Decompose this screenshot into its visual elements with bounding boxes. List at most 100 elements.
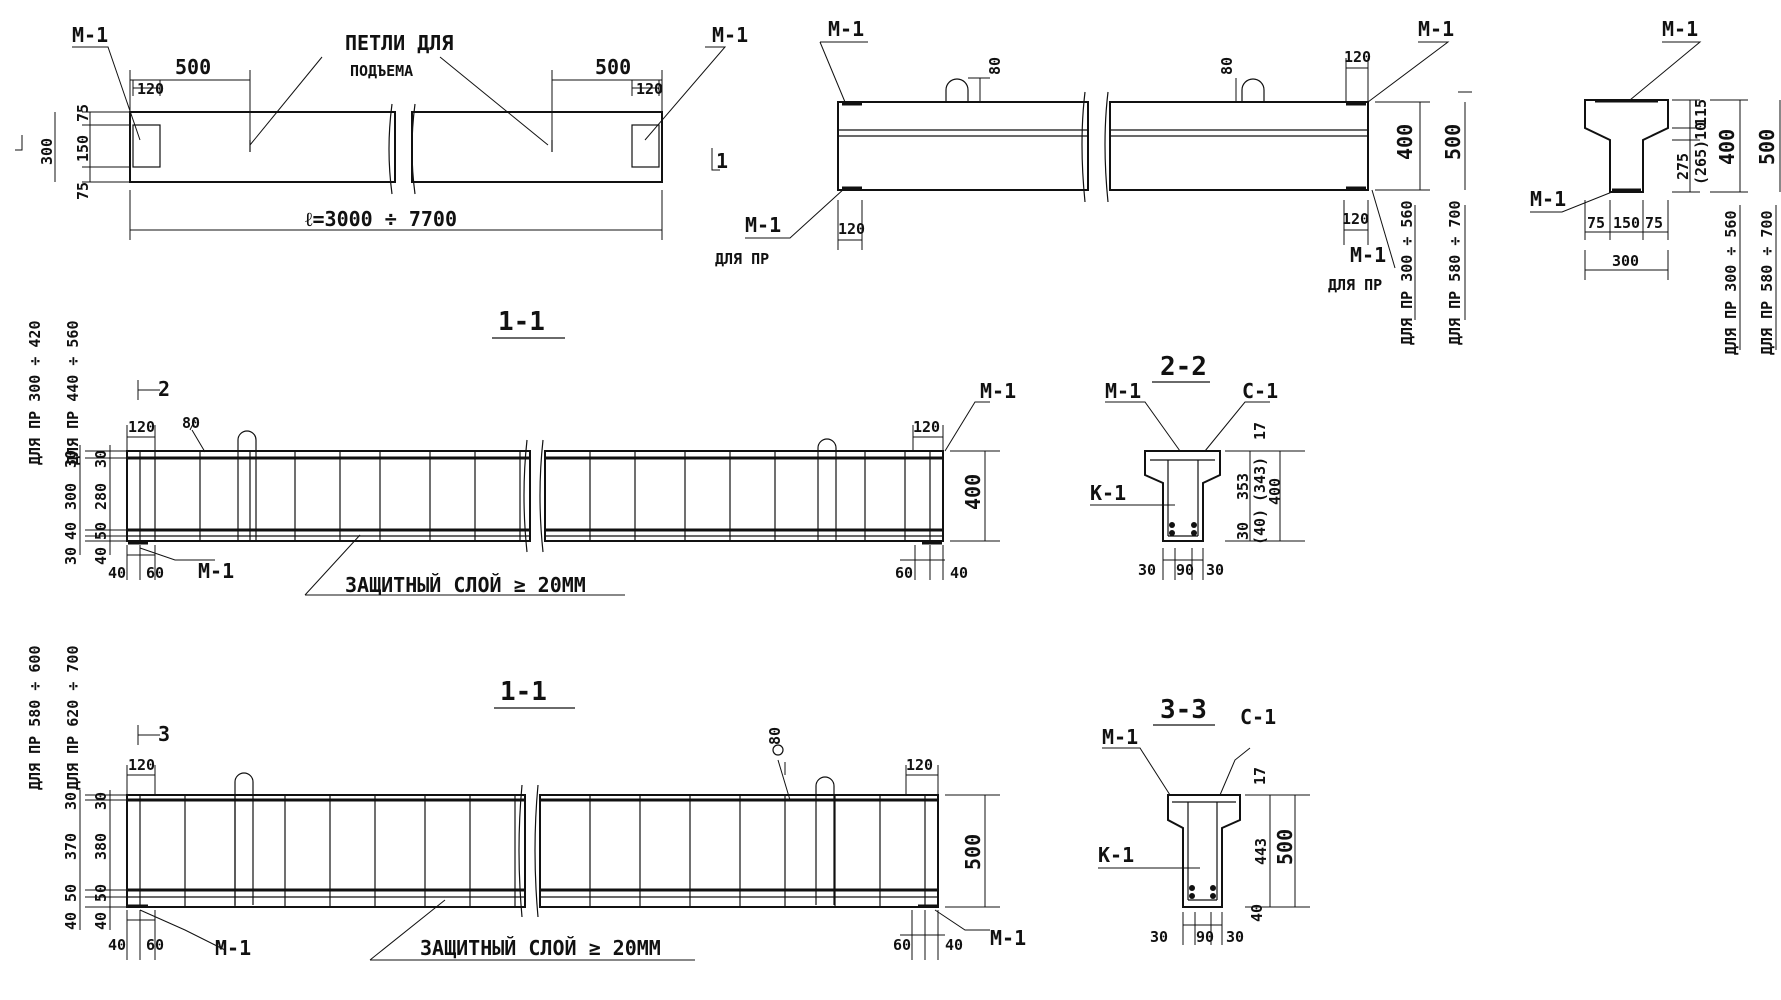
dim-40-right: 40	[950, 564, 968, 582]
vdim-b-1: 300	[62, 483, 80, 510]
width-90-b: 90	[1196, 928, 1214, 946]
vdim-b-2-b: 50	[62, 884, 80, 902]
section-title-1-1: 1-1	[498, 307, 545, 337]
mark-m1-top-right: М-1	[1418, 17, 1454, 41]
dim-40-right-b: 40	[945, 936, 963, 954]
vdim-a-3-b: 40	[92, 912, 110, 930]
view-elevation: М-1 М-1 ПЕТЛИ ДЛЯ ПОДЪЕМА 500 500 120 12…	[15, 23, 748, 240]
note-for-pr-right: ДЛЯ ПР	[1328, 276, 1382, 294]
section-3-3: 3-3 М-1 С-1 К-1 17 443 500 40 30 90 30	[1098, 695, 1310, 946]
dim-500-left: 500	[175, 55, 211, 79]
section-1-1-h400: 1-1 ДЛЯ ПР 300 ÷ 420 ДЛЯ ПР 440 ÷ 560 2 …	[26, 307, 1016, 597]
mark-m1-b: М-1	[1102, 725, 1138, 749]
end-note-580-700: ДЛЯ ПР 580 ÷ 700	[1758, 211, 1776, 356]
width-90: 90	[1176, 561, 1194, 579]
loop-right	[815, 776, 835, 905]
dim-343: (343)	[1251, 457, 1269, 502]
vdim-b-2: 40	[62, 522, 80, 540]
dim-60-left: 60	[146, 564, 164, 582]
section-1-1-h500: 1-1 ДЛЯ ПР 580 ÷ 600 ДЛЯ ПР 620 ÷ 700 3 …	[26, 646, 1026, 961]
vdim-a-0-b: 30	[92, 792, 110, 810]
cage-outline-left	[126, 450, 531, 542]
vdim-b-3-b: 40	[62, 912, 80, 930]
width-30-right-b: 30	[1226, 928, 1244, 946]
section-mark-1: 1	[716, 149, 728, 173]
height-500: 500	[961, 834, 985, 870]
mark-m1-bottom-right: М-1	[1350, 243, 1386, 267]
dim-500-b: 500	[1273, 829, 1297, 865]
dim-40: (40)	[1251, 509, 1269, 545]
height-400: 400	[961, 474, 985, 510]
lifting-loop-left	[945, 78, 969, 102]
view-side: М-1 М-1 М-1 ДЛЯ ПР М-1 ДЛЯ ПР 80 80 120 …	[715, 17, 1472, 345]
vdim-b-0-b: 30	[62, 792, 80, 810]
dim-150-mid: 150	[1613, 214, 1640, 232]
dim-80: 80	[182, 414, 200, 432]
vdim-a-1-b: 380	[92, 833, 110, 860]
cover-note-b: ЗАЩИТНЫЙ СЛОЙ ≥ 20ММ	[420, 936, 661, 960]
loop-right	[817, 438, 837, 540]
vdim-b-1-b: 370	[62, 833, 80, 860]
width-30-right: 30	[1206, 561, 1224, 579]
beam-outline-right	[411, 111, 663, 183]
section-2-2: 2-2 М-1 С-1 К-1 17 353 (343) 400 30 (40)…	[1090, 352, 1305, 580]
dim-75-top: 75	[74, 104, 92, 122]
dim-400: 400	[1266, 478, 1284, 505]
cage-outline-right	[539, 794, 939, 908]
dim-120-bottom-right: 120	[1342, 210, 1369, 228]
beam-length: ℓ=3000 ÷ 7700	[305, 207, 457, 231]
vdim-b-0: 30	[62, 450, 80, 468]
end-height-500: 500	[1755, 129, 1779, 165]
height-400: 400	[1393, 124, 1417, 160]
view-end: М-1 М-1 75 150 75 300 115 10 275 (265) 4…	[1530, 17, 1781, 356]
mark-m1-bottom-left: М-1	[745, 213, 781, 237]
tee-section	[1144, 450, 1221, 542]
dim-120-right: 120	[636, 80, 663, 98]
mark-m1-end-bottom: М-1	[1530, 187, 1566, 211]
dim-60-right: 60	[895, 564, 913, 582]
dim-40-left-b: 40	[108, 936, 126, 954]
dim-275: 275	[1674, 153, 1692, 180]
dim-80-b: 80	[766, 727, 784, 745]
mark-m1-bottom: М-1	[198, 559, 234, 583]
dim-17-b: 17	[1251, 767, 1269, 785]
dim-265: (265)	[1692, 140, 1710, 185]
vdim-a-1: 280	[92, 483, 110, 510]
mark-m1-right: М-1	[980, 379, 1016, 403]
dim-120-left-b: 120	[128, 756, 155, 774]
dim-10: 10	[1692, 122, 1710, 140]
side-outline-right	[1109, 101, 1369, 191]
note-pr-440-560: ДЛЯ ПР 440 ÷ 560	[64, 321, 82, 466]
mark-m1-bottom-b: М-1	[215, 936, 251, 960]
dim-150: 150	[74, 135, 92, 162]
loops-label-2: ПОДЪЕМА	[350, 62, 413, 80]
dim-75-left: 75	[1587, 214, 1605, 232]
dim-120-right-b: 120	[906, 756, 933, 774]
dim-40-b: 40	[1248, 904, 1266, 922]
embedded-plate-left	[132, 124, 161, 168]
dim-60-left-b: 60	[146, 936, 164, 954]
dim-120-bottom-left: 120	[838, 220, 865, 238]
note-pr-300-420: ДЛЯ ПР 300 ÷ 420	[26, 321, 44, 466]
dim-120-top: 120	[1344, 48, 1371, 66]
vdim-a-0: 30	[92, 450, 110, 468]
dim-40-left: 40	[108, 564, 126, 582]
height-500: 500	[1441, 124, 1465, 160]
mark-k1: К-1	[1090, 481, 1126, 505]
dim-30: 30	[1234, 522, 1252, 540]
dim-80-left: 80	[986, 57, 1004, 75]
cut-mark-3: 3	[158, 722, 170, 746]
tee-section-b	[1167, 794, 1241, 908]
mark-m1-right-b: М-1	[990, 926, 1026, 950]
mark-m1: М-1	[1105, 379, 1141, 403]
vdim-b-3: 30	[62, 547, 80, 565]
note-pr-580-600: ДЛЯ ПР 580 ÷ 600	[26, 646, 44, 791]
vdim-a-3: 40	[92, 547, 110, 565]
section-title-3-3: 3-3	[1160, 695, 1207, 725]
dim-17: 17	[1251, 422, 1269, 440]
loop-left	[237, 430, 257, 540]
dim-120-left: 120	[137, 80, 164, 98]
dim-60-right-b: 60	[893, 936, 911, 954]
beam-outline-left	[129, 111, 396, 183]
